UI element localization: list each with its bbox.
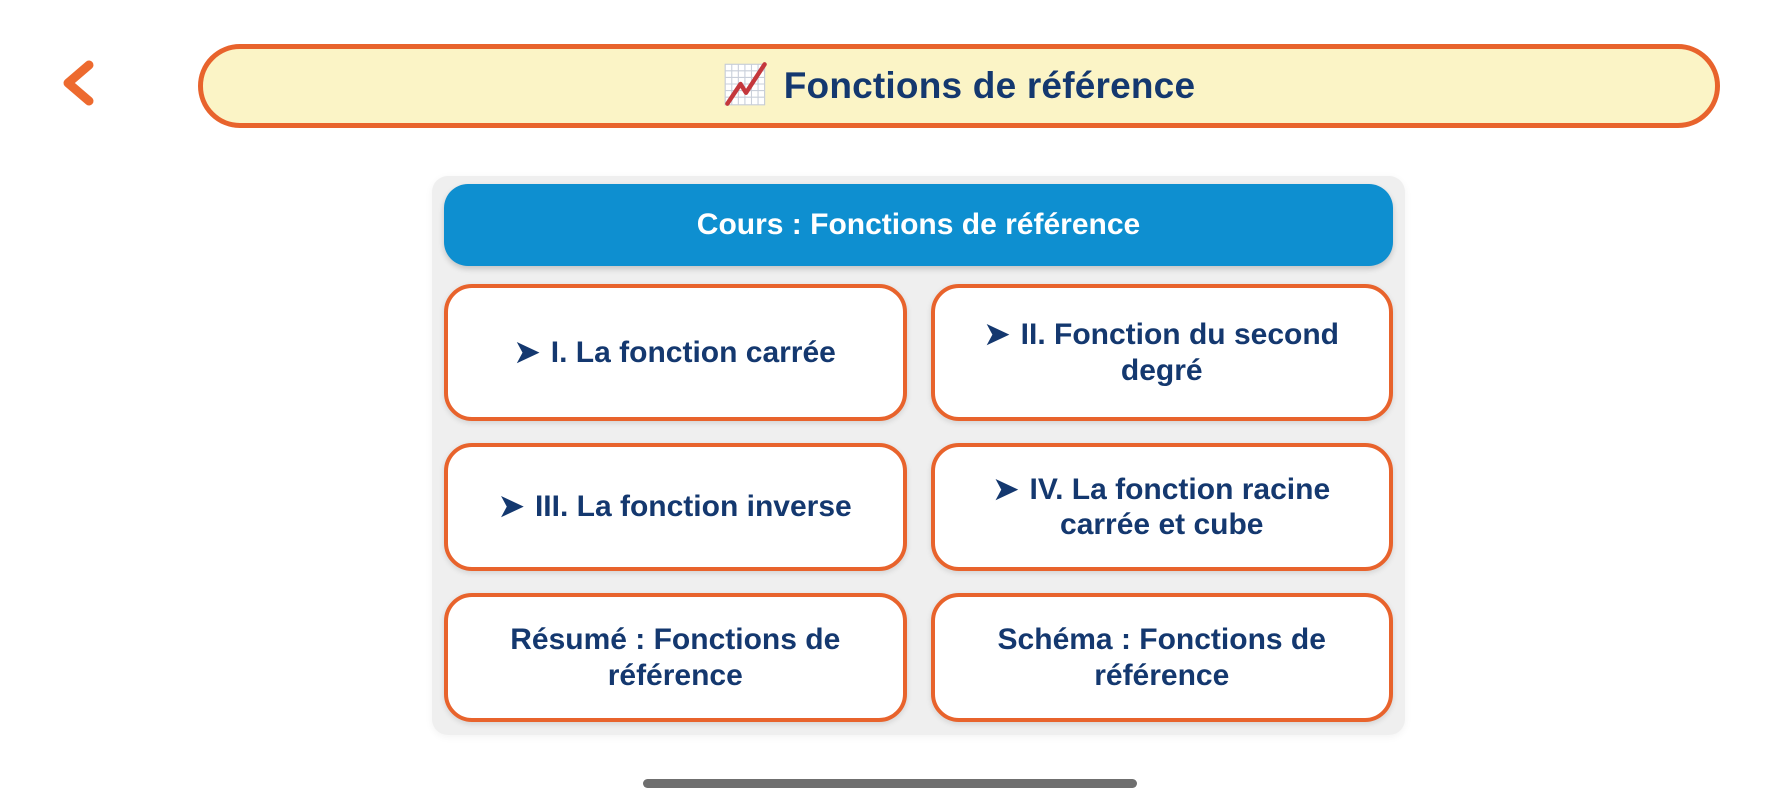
menu-item-label: I. La fonction carrée xyxy=(550,335,836,369)
chevron-left-icon xyxy=(57,58,99,111)
arrow-icon: ➤ xyxy=(498,490,524,524)
arrow-icon: ➤ xyxy=(984,318,1010,352)
page-title: Fonctions de référence xyxy=(783,65,1196,106)
line-chart-icon xyxy=(723,61,769,112)
back-button[interactable] xyxy=(48,52,108,116)
menu-item-4-racine-cube[interactable]: ➤ IV. La fonction racine carrée et cube xyxy=(930,443,1393,571)
menu-item-label: Schéma : Fonctions de référence xyxy=(997,623,1326,692)
arrow-icon: ➤ xyxy=(993,472,1019,506)
menu-item-label: IV. La fonction racine carrée et cube xyxy=(1029,472,1331,541)
content-panel: Cours : Fonctions de référence ➤ I. La fo… xyxy=(432,176,1405,735)
menu-item-label: II. Fonction du second degré xyxy=(1020,318,1339,387)
menu-item-3-fonction-inverse[interactable]: ➤ III. La fonction inverse xyxy=(444,443,907,571)
menu-item-label: III. La fonction inverse xyxy=(534,490,852,524)
menu-item-resume[interactable]: Résumé : Fonctions de référence xyxy=(444,593,907,722)
course-button[interactable]: Cours : Fonctions de référence xyxy=(444,184,1393,266)
menu-item-label: Résumé : Fonctions de référence xyxy=(510,623,841,692)
menu-item-1-fonction-carree[interactable]: ➤ I. La fonction carrée xyxy=(444,284,907,421)
chapter-menu: ➤ I. La fonction carrée ➤ II. Fonction du … xyxy=(444,284,1393,722)
menu-item-schema[interactable]: Schéma : Fonctions de référence xyxy=(930,593,1393,722)
page-title-banner: Fonctions de référence xyxy=(198,44,1720,128)
home-indicator[interactable] xyxy=(643,779,1137,788)
arrow-icon: ➤ xyxy=(514,335,540,369)
menu-item-2-second-degre[interactable]: ➤ II. Fonction du second degré xyxy=(930,284,1393,421)
